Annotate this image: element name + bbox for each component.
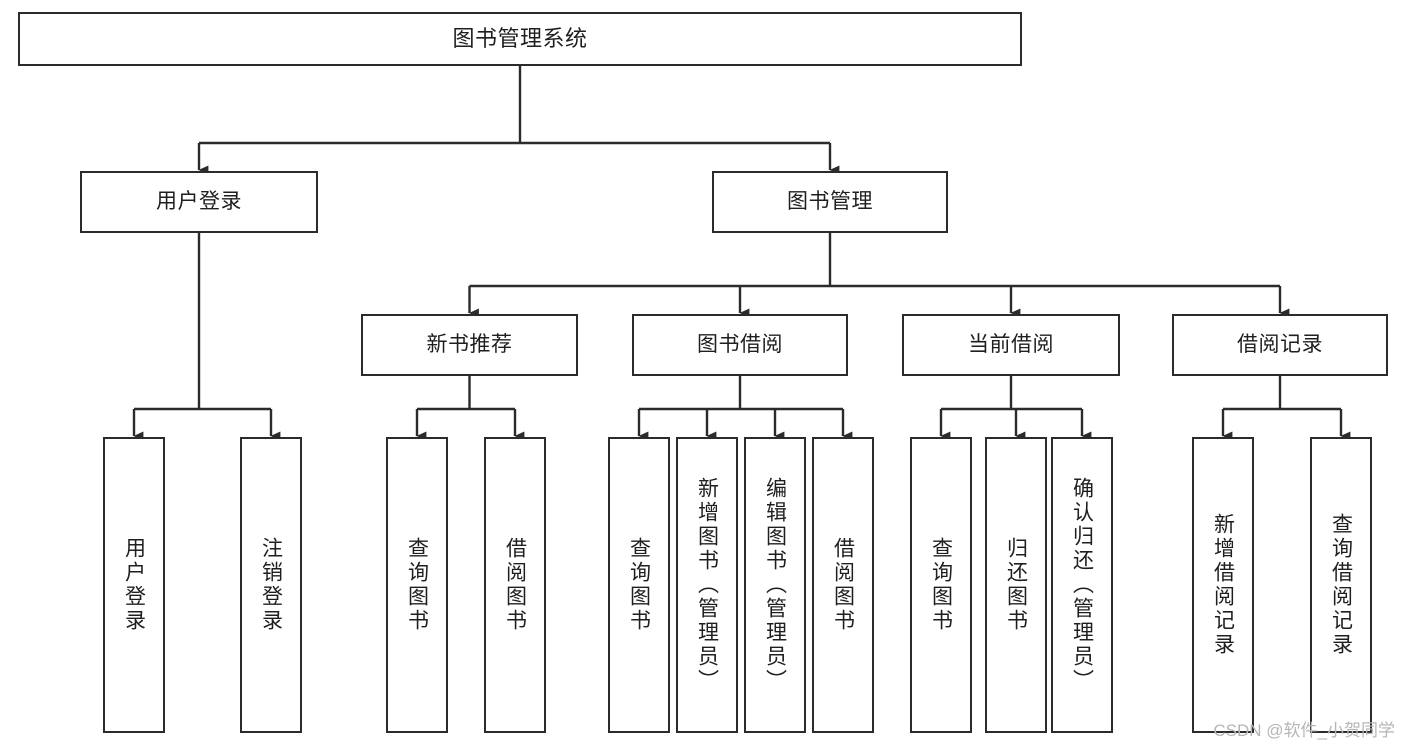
node-label-leaf-query-book-1: 查询图书 bbox=[405, 537, 429, 633]
node-leaf-borrow-book-2[interactable]: 借阅图书 bbox=[812, 437, 874, 733]
node-label-root: 图书管理系统 bbox=[452, 25, 588, 51]
node-book-manage[interactable]: 图书管理 bbox=[712, 171, 948, 233]
node-leaf-borrow-book-1[interactable]: 借阅图书 bbox=[484, 437, 546, 733]
node-label-borrow-record: 借阅记录 bbox=[1237, 333, 1323, 357]
node-user-login[interactable]: 用户登录 bbox=[80, 171, 318, 233]
node-book-borrow[interactable]: 图书借阅 bbox=[632, 314, 848, 376]
node-label-leaf-return-book: 归还图书 bbox=[1004, 537, 1028, 633]
node-leaf-logout[interactable]: 注销登录 bbox=[240, 437, 302, 733]
node-leaf-user-login[interactable]: 用户登录 bbox=[103, 437, 165, 733]
node-leaf-query-book-1[interactable]: 查询图书 bbox=[386, 437, 448, 733]
node-label-leaf-query-record: 查询借阅记录 bbox=[1329, 513, 1353, 657]
node-label-leaf-borrow-book-1: 借阅图书 bbox=[503, 537, 527, 633]
node-label-leaf-confirm-return: 确认归还（管理员） bbox=[1070, 477, 1094, 693]
node-new-book-rec[interactable]: 新书推荐 bbox=[361, 314, 578, 376]
node-current-borrow[interactable]: 当前借阅 bbox=[902, 314, 1120, 376]
node-leaf-edit-book[interactable]: 编辑图书（管理员） bbox=[744, 437, 806, 733]
node-leaf-add-record[interactable]: 新增借阅记录 bbox=[1192, 437, 1254, 733]
node-root[interactable]: 图书管理系统 bbox=[18, 12, 1022, 66]
node-label-leaf-add-book: 新增图书（管理员） bbox=[695, 477, 719, 693]
node-label-leaf-user-login: 用户登录 bbox=[122, 537, 146, 633]
node-label-leaf-edit-book: 编辑图书（管理员） bbox=[763, 477, 787, 693]
node-leaf-add-book[interactable]: 新增图书（管理员） bbox=[676, 437, 738, 733]
node-label-leaf-add-record: 新增借阅记录 bbox=[1211, 513, 1235, 657]
node-label-leaf-query-book-3: 查询图书 bbox=[929, 537, 953, 633]
node-label-leaf-query-book-2: 查询图书 bbox=[627, 537, 651, 633]
node-leaf-return-book[interactable]: 归还图书 bbox=[985, 437, 1047, 733]
node-label-current-borrow: 当前借阅 bbox=[968, 333, 1054, 357]
node-leaf-query-record[interactable]: 查询借阅记录 bbox=[1310, 437, 1372, 733]
node-label-book-borrow: 图书借阅 bbox=[697, 333, 783, 357]
node-leaf-query-book-2[interactable]: 查询图书 bbox=[608, 437, 670, 733]
node-label-book-manage: 图书管理 bbox=[787, 190, 873, 214]
node-leaf-query-book-3[interactable]: 查询图书 bbox=[910, 437, 972, 733]
csdn-watermark: CSDN @软件_小贺同学 bbox=[1213, 721, 1395, 740]
node-borrow-record[interactable]: 借阅记录 bbox=[1172, 314, 1388, 376]
node-leaf-confirm-return[interactable]: 确认归还（管理员） bbox=[1051, 437, 1113, 733]
node-label-leaf-borrow-book-2: 借阅图书 bbox=[831, 537, 855, 633]
node-label-user-login: 用户登录 bbox=[156, 190, 242, 214]
node-label-new-book-rec: 新书推荐 bbox=[426, 333, 513, 357]
node-label-leaf-logout: 注销登录 bbox=[259, 537, 283, 633]
